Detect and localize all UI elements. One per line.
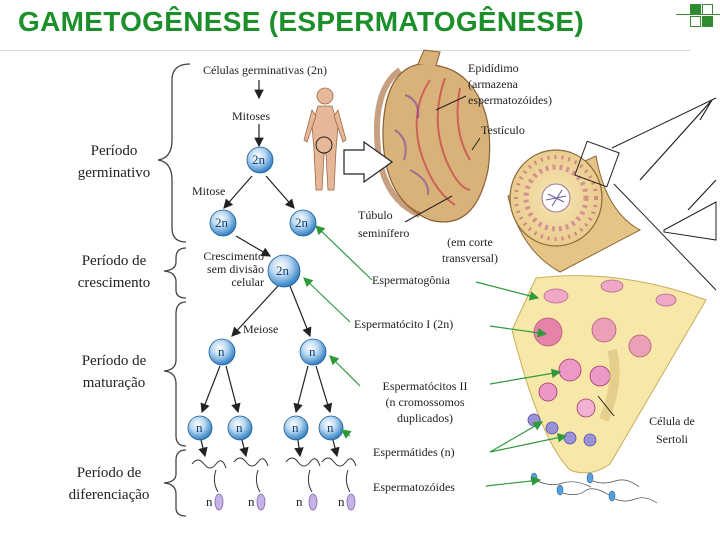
tubule-section	[507, 149, 642, 273]
free-sperm	[530, 472, 616, 502]
label-line: Epidídimo	[468, 61, 519, 75]
inset-square	[574, 140, 620, 188]
ploidy-label: 2n	[252, 152, 265, 167]
ploidy-label: n	[338, 494, 345, 509]
flow-arrows	[198, 80, 340, 458]
ploidy-label: n	[236, 420, 243, 435]
ploidy-label: 2n	[276, 263, 289, 278]
free-sperm-tails	[536, 479, 658, 504]
label-testis: Testículo	[481, 123, 525, 137]
period-line: maturação	[82, 375, 146, 391]
ploidy-label: n	[292, 420, 299, 435]
epithelium-wedge	[511, 275, 707, 474]
spermatozoa-row	[191, 457, 357, 493]
decor-square	[690, 4, 701, 15]
label-line: Túbulo	[358, 208, 393, 222]
label-mitoses: Mitoses	[232, 109, 271, 123]
zoom-arrow	[343, 140, 394, 184]
page-title: GAMETOGÊNESE (ESPERMATOGÊNESE)	[18, 6, 584, 37]
ploidy-label: n	[309, 344, 316, 359]
ploidy-label: 2n	[215, 215, 228, 230]
label-line: Sertoli	[656, 432, 688, 446]
zoom-lines	[611, 97, 717, 291]
label-tubule: Túbulo seminífero	[358, 206, 409, 242]
cell-n	[283, 415, 309, 441]
label-line: transversal)	[442, 251, 498, 265]
label-spermatogonia: Espermatogônia	[372, 273, 450, 287]
human-figure	[303, 87, 347, 191]
label-spermatocyte-2: Espermatócitos II (n cromossomos duplica…	[362, 378, 488, 426]
period-line: Período	[90, 143, 138, 159]
label-cross-section: (em corte transversal)	[430, 234, 510, 266]
label-line: Célula de	[649, 414, 695, 428]
label-spermatozoa: Espermatozóides	[373, 480, 455, 494]
period-growth: Período de crescimento	[62, 250, 166, 294]
period-maturation: Período de maturação	[62, 350, 166, 394]
title-underline	[0, 50, 690, 51]
cell-n	[187, 415, 213, 441]
period-line: crescimento	[77, 275, 151, 291]
period-line: Período de	[81, 353, 147, 369]
period-differentiation: Período de diferenciação	[52, 462, 166, 506]
label-line: celular	[231, 275, 264, 289]
label-line: espermatozóides)	[468, 93, 552, 107]
label-line: seminífero	[358, 226, 410, 240]
cell-2n	[246, 146, 274, 174]
cell-n	[318, 415, 344, 441]
leader-arrows	[303, 225, 568, 487]
label-line: Espermatócitos II	[382, 379, 468, 393]
cell-n	[208, 338, 236, 366]
cell-2n-large	[267, 254, 301, 288]
period-braces	[157, 63, 191, 517]
pointer-shape	[663, 201, 717, 241]
label-line: (n cromossomos	[385, 395, 465, 409]
cells	[187, 146, 344, 441]
label-line: (armazena	[468, 77, 518, 91]
decor-square	[690, 16, 701, 27]
sperm-heads	[214, 493, 356, 511]
pointer-lines	[639, 99, 717, 211]
ploidy-label: n	[296, 494, 303, 509]
ploidy-label: n	[206, 494, 213, 509]
label-meiosis: Meiose	[243, 322, 279, 336]
decor-square	[702, 4, 713, 15]
label-spermatocyte-1: Espermatócito I (2n)	[354, 317, 454, 331]
ploidy-label: n	[327, 420, 334, 435]
period-line: diferenciação	[68, 487, 150, 503]
anatomy-leaders	[404, 95, 615, 417]
cell-2n	[209, 209, 237, 237]
label-line: Crescimento	[203, 249, 264, 263]
period-germinative: Período germinativo	[62, 140, 166, 184]
label-mitose: Mitose	[192, 184, 226, 198]
label-epididymis: Epidídimo (armazena espermatozóides)	[468, 60, 552, 108]
ploidy-label: n	[218, 344, 225, 359]
cell-n	[227, 415, 253, 441]
label-spermatids: Espermátides (n)	[373, 445, 455, 459]
label-line: sem divisão	[207, 262, 264, 276]
testis-illustration	[373, 49, 491, 223]
label-line: duplicados)	[397, 411, 453, 425]
decor-square	[702, 16, 713, 27]
ploidy-label: 2n	[295, 215, 308, 230]
period-line: germinativo	[77, 165, 151, 181]
label-sertoli: Célula de Sertoli	[636, 412, 708, 448]
label-line: (em corte	[447, 235, 493, 249]
period-line: Período de	[81, 253, 147, 269]
cell-2n	[289, 209, 317, 237]
label-germ-cells: Células germinativas (2n)	[203, 63, 327, 77]
label-growth: Crescimento sem divisão celular	[180, 250, 264, 289]
ploidy-label: n	[248, 494, 255, 509]
cell-n	[299, 338, 327, 366]
period-line: Período de	[76, 465, 142, 481]
ploidy-label: n	[196, 420, 203, 435]
focus-circle	[315, 136, 333, 154]
